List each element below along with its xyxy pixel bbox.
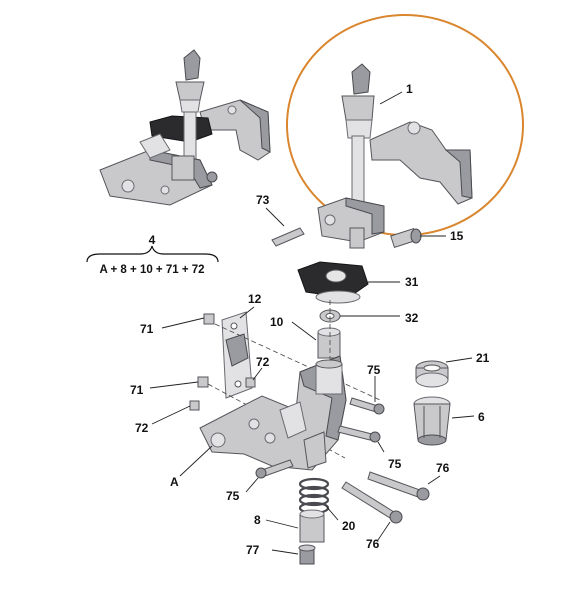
plug-77 [298,544,316,565]
guide-line-1 [214,323,381,401]
leader-12 [239,306,255,319]
formula-text: A + 8 + 10 + 71 + 72 [99,264,204,276]
stud-72-lower [189,400,200,411]
leader-8 [265,519,299,529]
bolt-76-lower [341,481,403,524]
leader-20 [325,505,339,521]
formula-brace [86,245,219,263]
leader-6 [451,415,475,419]
callout-75-lower: 75 [226,489,240,503]
assembled-mechanism-thumbnail [99,49,271,206]
bolt-15 [390,227,422,249]
bushing-10 [317,327,341,359]
callout-75-middle: 75 [388,457,402,471]
leader-1 [379,91,403,105]
base-housing-A [199,355,347,471]
leader-75b [377,441,385,453]
callout-73: 73 [256,193,270,207]
cage-6 [413,396,451,446]
callout-71-upper: 71 [140,322,154,336]
leader-75c [245,477,259,493]
callout-8: 8 [254,513,261,527]
formula-number: 4 [149,233,156,247]
callout-1: 1 [406,82,413,96]
callout-75-upper: 75 [367,363,381,377]
callout-21: 21 [476,351,490,365]
callout-10: 10 [270,315,284,329]
leader-71a [161,317,205,329]
callout-76-lower: 76 [366,537,380,551]
formula-group: 4 A + 8 + 10 + 71 + 72 [86,233,219,276]
callout-6: 6 [478,410,485,424]
callout-32: 32 [405,311,419,325]
callout-76-upper: 76 [436,461,450,475]
bolt-76-upper [367,471,430,501]
leader-76a [427,475,441,485]
leader-72a [252,367,263,381]
gasket-12 [221,311,253,399]
stud-72-upper [245,377,256,388]
leader-72b [151,405,191,425]
stud-71-upper [203,313,215,325]
sleeve-8 [299,509,325,543]
callout-15: 15 [450,229,464,243]
pin-73 [271,227,305,247]
rubber-boot-31 [297,261,369,304]
callout-72-lower: 72 [135,421,149,435]
callout-12: 12 [248,292,262,306]
leader-21 [445,357,473,363]
leader-71b [149,381,199,389]
callout-31: 31 [405,275,419,289]
screw-75-right-lower [337,425,381,443]
main-lever-assembly [317,63,473,249]
ring-21 [415,360,449,388]
callout-72-upper: 72 [256,355,270,369]
screw-75-left [255,459,294,479]
leader-10 [291,321,317,341]
leader-77 [271,549,299,555]
callout-71-lower: 71 [130,383,144,397]
callout-20: 20 [342,519,356,533]
callout-77: 77 [246,543,260,557]
leader-A [179,445,213,477]
spring-20 [298,477,330,515]
leader-73 [265,207,285,227]
leader-76b [377,521,391,541]
callout-A: A [170,475,179,489]
screw-75-right-upper [349,397,385,415]
stud-71-lower [197,376,209,388]
